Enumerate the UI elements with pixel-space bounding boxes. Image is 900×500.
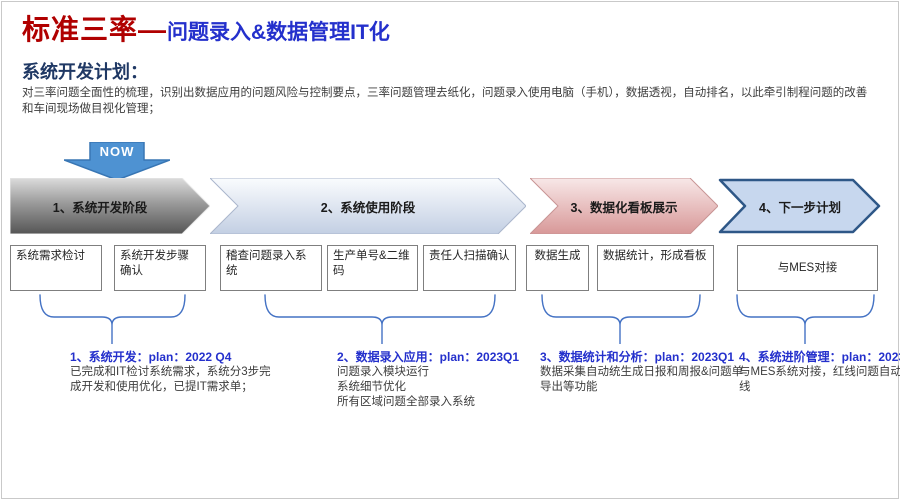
brace-1 bbox=[39, 294, 186, 344]
plan-3-line-1: 数据采集自动统生成日报和周报&问题单 bbox=[540, 366, 744, 378]
plan-block-4: 4、系统进阶管理：plan：2023Q1 与MES系统对接，红线问题自动锁 线 bbox=[739, 349, 900, 395]
task-box-owner-scan-confirm: 责任人扫描确认 bbox=[423, 245, 516, 291]
plan-1-line-2: 成开发和使用优化，已提IT需求单； bbox=[70, 381, 253, 393]
task-box-system-requirement-review: 系统需求检讨 bbox=[10, 245, 102, 291]
stage-3-label: 3、数据化看板展示 bbox=[570, 200, 678, 215]
plan-1-line-1: 已完成和IT检讨系统需求，系统分3步完 bbox=[70, 366, 271, 378]
page-title-red-segment: 标准三率— bbox=[22, 14, 168, 45]
stage-4-arrow-shape bbox=[718, 178, 881, 234]
task-box-mes-integration: 与MES对接 bbox=[737, 245, 878, 291]
stage-2-arrow-shape bbox=[210, 178, 526, 234]
plan-3-line-2: 导出等功能 bbox=[540, 381, 598, 393]
stage-2-label: 2、系统使用阶段 bbox=[320, 200, 416, 215]
task-box-audit-issue-entry: 稽查问题录入系统 bbox=[220, 245, 322, 291]
section-heading: 系统开发计划： bbox=[22, 62, 148, 82]
intro-paragraph-line-2: 和车间现场做目视化管理； bbox=[22, 103, 160, 115]
page-title: 标准三率— 问题录入&数据管理IT化 bbox=[22, 8, 390, 48]
stage-3-arrow-shape bbox=[530, 178, 718, 234]
task-box-production-order-qrcode: 生产单号&二维码 bbox=[327, 245, 418, 291]
plan-4-line-2: 线 bbox=[739, 381, 751, 393]
now-down-arrow-shape bbox=[64, 142, 170, 180]
stage-4-label: 4、下一步计划 bbox=[759, 200, 841, 215]
plan-block-3: 3、数据统计和分析：plan：2023Q1 数据采集自动统生成日报和周报&问题单… bbox=[540, 349, 743, 395]
now-label: NOW bbox=[99, 143, 135, 159]
brace-2 bbox=[264, 294, 496, 344]
brace-3 bbox=[541, 294, 701, 344]
plan-block-1: 1、系统开发：plan：2022 Q4 已完成和IT检讨系统需求，系统分3步完 … bbox=[70, 349, 271, 395]
grouping-braces bbox=[39, 294, 875, 344]
plan-2-line-1: 问题录入模块运行 bbox=[337, 366, 429, 378]
plan-2-line-2: 系统细节优化 bbox=[337, 381, 406, 393]
task-box-data-generation: 数据生成 bbox=[526, 245, 589, 291]
plan-1-title: 1、系统开发：plan：2022 Q4 bbox=[70, 350, 232, 364]
plan-2-line-3: 所有区域问题全部录入系统 bbox=[337, 396, 475, 408]
task-box-data-stats-dashboard: 数据统计，形成看板 bbox=[597, 245, 714, 291]
intro-paragraph-line-1: 对三率问题全面性的梳理，识别出数据应用的问题风险与控制要点，三率问题管理去纸化，… bbox=[22, 87, 868, 99]
plan-4-title: 4、系统进阶管理：plan：2023Q1 bbox=[739, 350, 900, 364]
plan-block-2: 2、数据录入应用：plan：2023Q1 问题录入模块运行 系统细节优化 所有区… bbox=[337, 349, 519, 410]
plan-2-title: 2、数据录入应用：plan：2023Q1 bbox=[337, 350, 520, 364]
plan-3-title: 3、数据统计和分析：plan：2023Q1 bbox=[540, 350, 735, 364]
stage-1-arrow-shape bbox=[10, 178, 210, 234]
stage-1-label: 1、系统开发阶段 bbox=[52, 200, 148, 215]
task-box-dev-steps-confirm: 系统开发步骤确认 bbox=[114, 245, 206, 291]
plan-4-line-1: 与MES系统对接，红线问题自动锁 bbox=[739, 366, 900, 378]
page-title-blue-segment: 问题录入&数据管理IT化 bbox=[167, 21, 390, 44]
brace-4 bbox=[736, 294, 875, 344]
